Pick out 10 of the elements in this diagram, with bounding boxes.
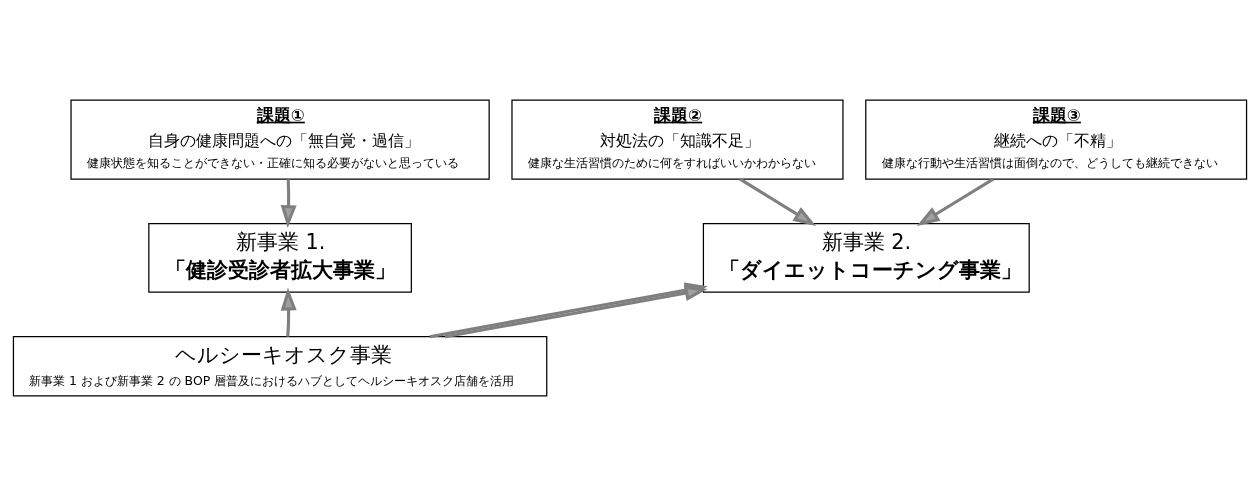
node-box: 新事業 1. 「健診受診者拡大事業」 [148,222,412,293]
node-box: 課題③ 継続への「不精」 健康な行動や生活習慣は面倒なので、どうしても継続できない [865,99,1248,180]
node-box: 課題② 対処法の「知識不足」 健康な生活習慣のために何をすればいいかわからない [511,99,844,180]
arrow [280,178,297,228]
node-box: ヘルシーキオスク事業 新事業 1 および新事業 2 の BOP 層普及におけるハブとしてヘルシーキオスク店舗を活用 [12,335,548,396]
node-box: 新事業 2. 「ダイエットコーチング事業」 [702,222,1030,293]
arrow [916,177,995,226]
arrow [280,287,297,337]
arrow [739,177,817,226]
node-box: 課題① 自身の健康問題への「無自覚・過信」 健康状態を知ることができない・正確に知る必要がないと思っている [70,99,490,180]
